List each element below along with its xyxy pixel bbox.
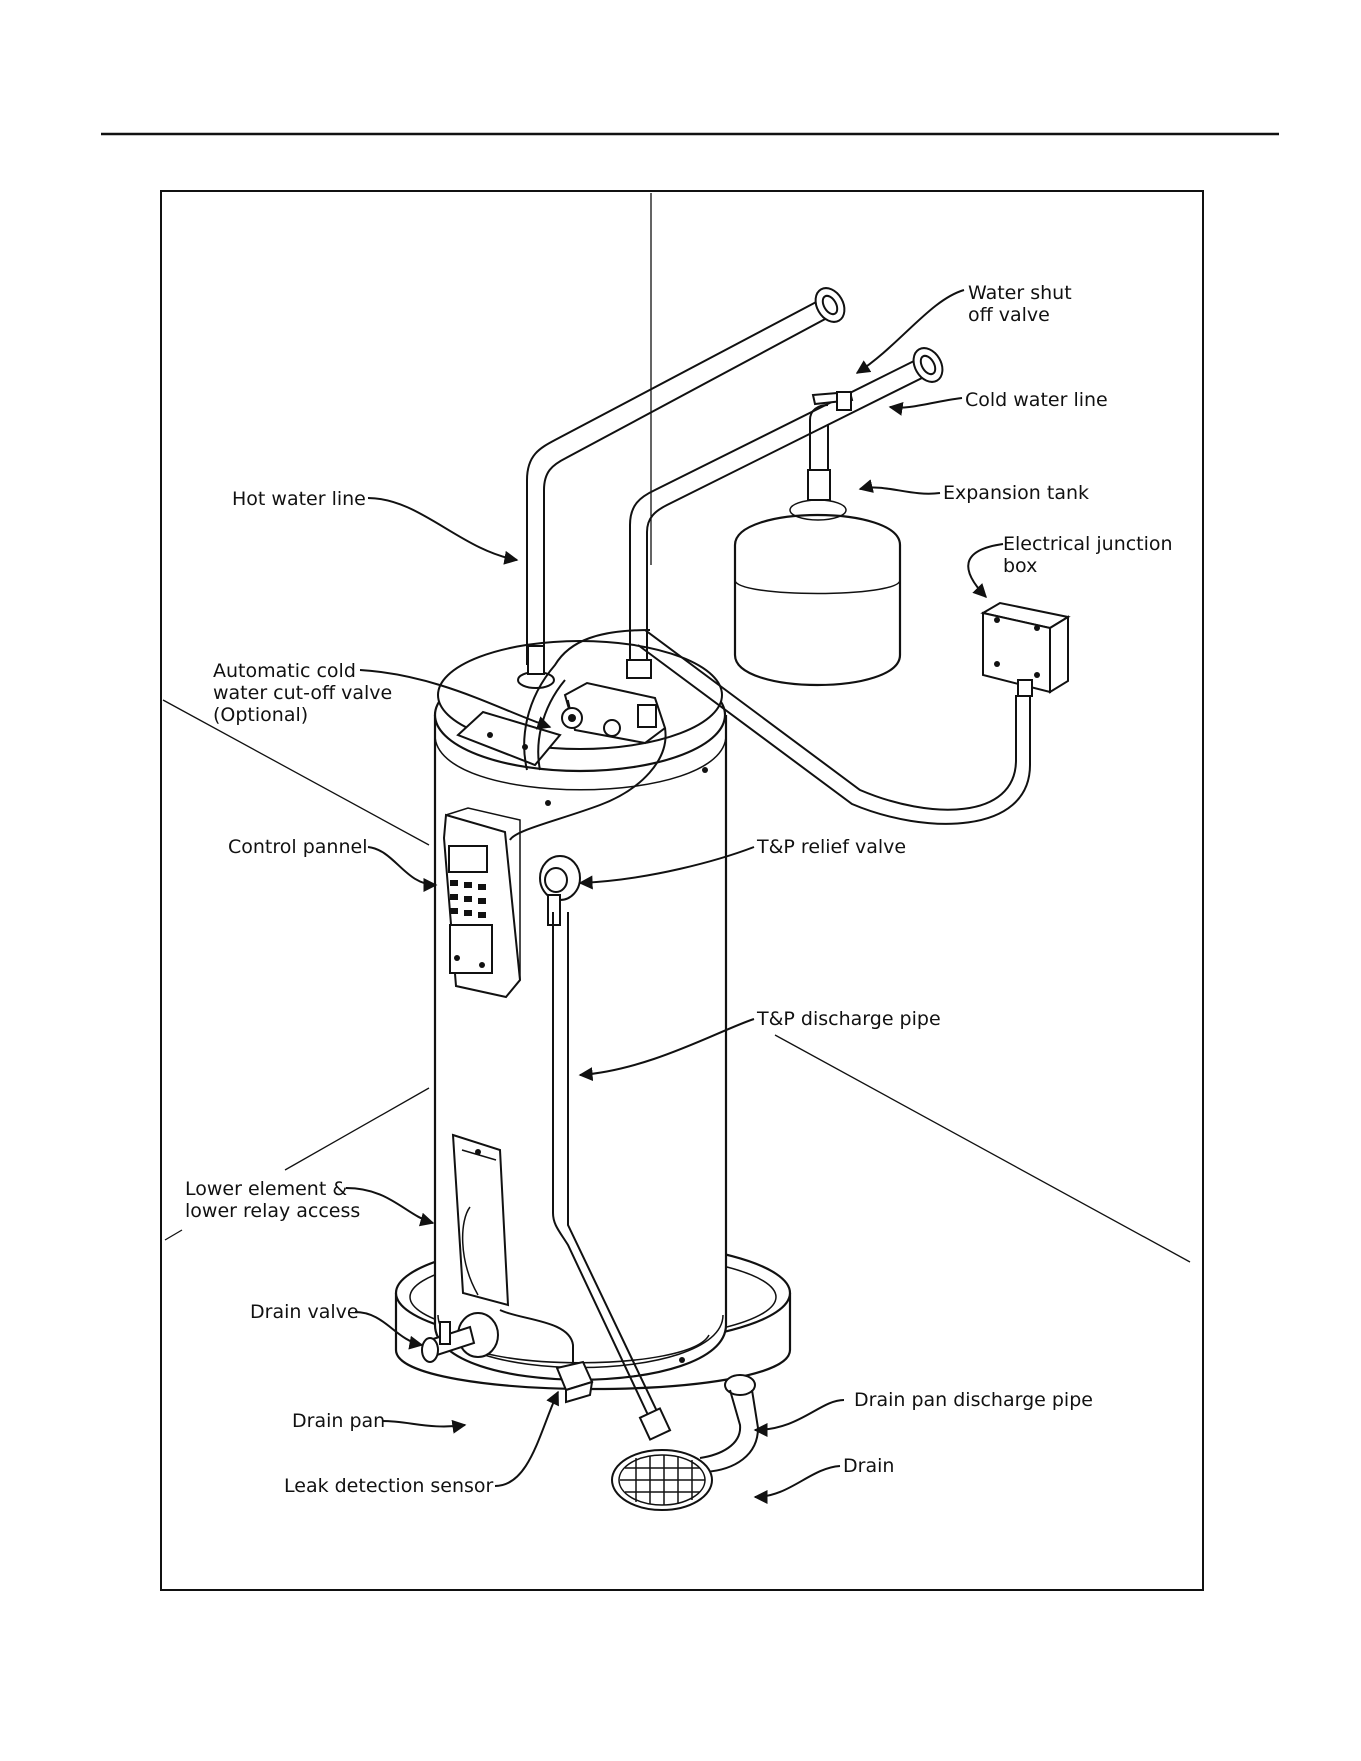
- label-drain-valve: Drain valve: [250, 1301, 359, 1323]
- label-drain-pan: Drain pan: [292, 1410, 385, 1432]
- label-line: Hot water line: [232, 488, 366, 510]
- drain-pan-discharge-pipe-illustration: [700, 1375, 758, 1472]
- label-line: lower relay access: [185, 1200, 360, 1222]
- junction-box-illustration: [983, 603, 1068, 696]
- label-line: Drain pan discharge pipe: [854, 1389, 1093, 1411]
- label-line: (Optional): [213, 704, 308, 726]
- floor-drain-illustration: [612, 1450, 712, 1510]
- label-line: Drain: [843, 1455, 894, 1477]
- label-tp-relief-valve: T&P relief valve: [756, 836, 906, 858]
- label-line: Cold water line: [965, 389, 1108, 411]
- label-control-pannel: Control pannel: [228, 836, 367, 858]
- label-leak-detection-sensor: Leak detection sensor: [284, 1475, 494, 1497]
- label-line: Water shut: [968, 282, 1072, 304]
- label-line: T&P relief valve: [756, 836, 906, 858]
- label-expansion-tank: Expansion tank: [943, 482, 1089, 504]
- label-lower-element-relay-access: Lower element &lower relay access: [185, 1178, 360, 1222]
- label-line: Control pannel: [228, 836, 367, 858]
- label-drain: Drain: [843, 1455, 894, 1477]
- expansion-tank-illustration: [735, 405, 900, 685]
- label-line: Lower element &: [185, 1178, 347, 1200]
- label-line: water cut-off valve: [213, 682, 392, 704]
- label-line: T&P discharge pipe: [756, 1008, 941, 1030]
- label-cold-water-line: Cold water line: [965, 389, 1108, 411]
- label-line: Automatic cold: [213, 660, 356, 682]
- label-hot-water-line: Hot water line: [232, 488, 366, 510]
- label-line: Drain pan: [292, 1410, 385, 1432]
- label-line: Leak detection sensor: [284, 1475, 494, 1497]
- label-tp-discharge-pipe: T&P discharge pipe: [756, 1008, 941, 1030]
- label-line: off valve: [968, 304, 1050, 326]
- label-line: Drain valve: [250, 1301, 359, 1323]
- label-line: Electrical junction: [1003, 533, 1173, 555]
- label-line: box: [1003, 555, 1037, 577]
- label-drain-pan-discharge-pipe: Drain pan discharge pipe: [854, 1389, 1093, 1411]
- label-line: Expansion tank: [943, 482, 1089, 504]
- lower-access-cover: [453, 1135, 508, 1305]
